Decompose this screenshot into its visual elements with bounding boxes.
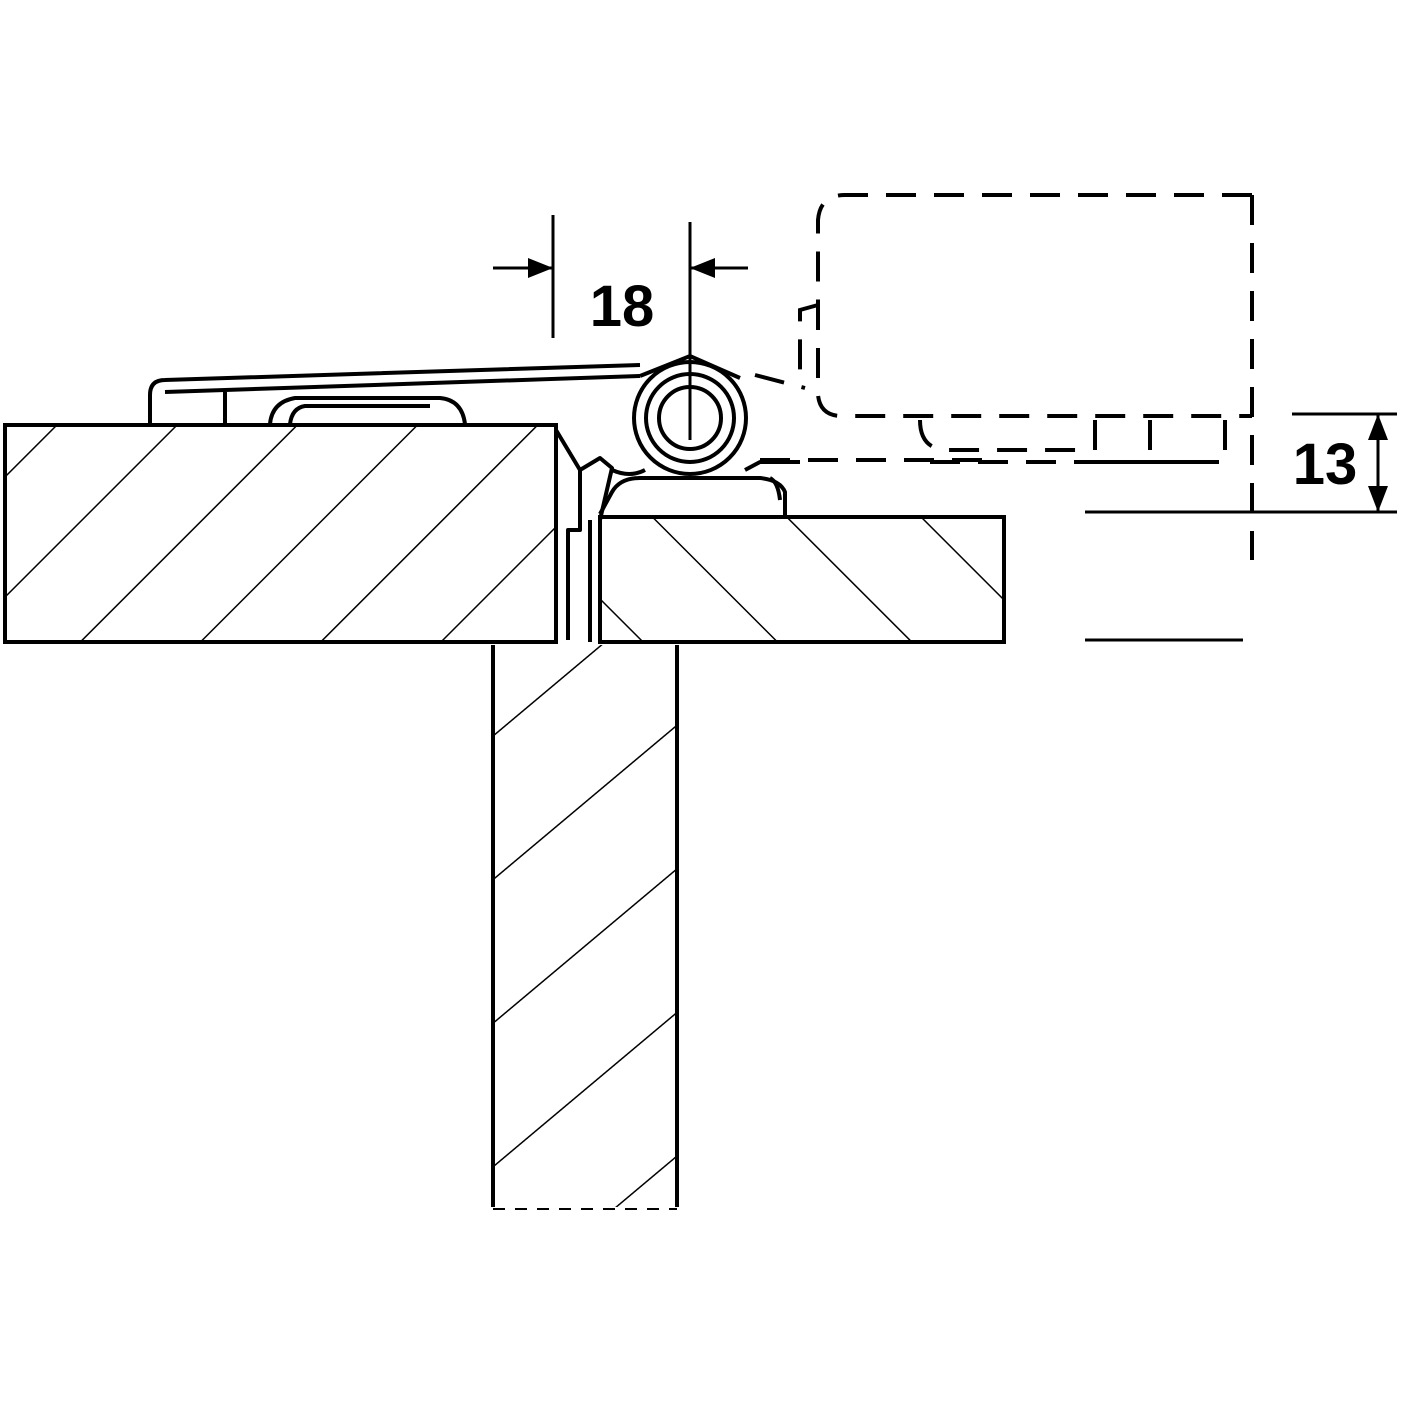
vertical-side-panel-section: [491, 645, 679, 1210]
left-panel-section: [3, 423, 558, 644]
left-hinge-leaf: [148, 363, 641, 642]
dimension-height-13: [1085, 412, 1397, 642]
dimension-label-13: 13: [1293, 432, 1358, 497]
right-panel-section: [598, 515, 1006, 644]
dashed-open-position-outline: [754, 193, 1254, 560]
dimension-label-18: 18: [590, 274, 655, 339]
dimension-offset-18: [493, 215, 748, 440]
right-hinge-leaf: [598, 460, 800, 517]
